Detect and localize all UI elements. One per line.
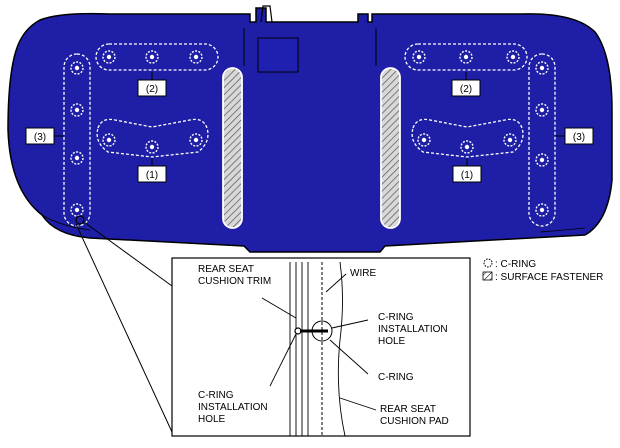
ref-label-3-left-text: (3) [34,132,46,143]
ref-label-1-left-text: (1) [146,170,158,181]
detail-leaders [75,215,173,433]
c-ring-center [74,207,80,213]
c-ring-center [193,137,199,143]
c-ring-center [510,54,516,60]
ref-label-3-right-text: (3) [573,132,585,143]
ref-label-2-right-text: (2) [460,84,472,95]
c-ring-center [539,207,545,213]
ref-label-3-right: (3) [555,127,594,145]
c-ring-center [539,107,545,113]
c-ring-circle [311,320,333,342]
c-ring-center [106,137,112,143]
ref-label-1-right-text: (1) [461,170,473,181]
ref-label-2-right: (2) [451,72,481,97]
c-ring-center [74,155,80,161]
label-trim: REAR SEAT CUSHION TRIM [198,264,271,287]
c-ring-fasteners [70,50,549,217]
label-c-ring: C-RING [378,372,414,383]
label-wire: WIRE [350,268,376,279]
detail-view: REAR SEAT CUSHION TRIM WIRE C-RING INSTA… [171,257,471,437]
surface-fastener-right [380,67,401,229]
label-install-hole-left: C-RING INSTALLATION HOLE [198,390,270,425]
c-ring-center [149,54,155,60]
label-install-hole-right: C-RING INSTALLATION HOLE [378,312,450,347]
c-ring-center [193,54,199,60]
ref-label-2-left-text: (2) [146,84,158,95]
c-ring-center [106,54,112,60]
ref-label-2-left: (2) [137,72,167,97]
legend-c-ring-text: : C-RING [495,259,536,270]
c-ring-center [74,107,80,113]
surface-fastener-legend-icon [482,271,493,281]
c-ring-center [416,54,422,60]
c-ring-legend-icon [483,258,493,268]
c-ring-center [539,65,545,71]
label-pad: REAR SEAT CUSHION PAD [380,404,449,427]
c-ring-center [149,144,155,150]
ref-label-3-left: (3) [25,127,64,145]
rear-seat-cushion [7,5,613,253]
c-ring-center [421,137,427,143]
c-ring-center [464,144,470,150]
pad-edge [337,261,346,437]
ref-label-1-right: (1) [452,158,482,183]
c-ring-center [507,137,513,143]
surface-fastener-left [222,67,243,229]
c-ring-center [463,54,469,60]
c-ring-center [539,157,545,163]
ref-label-1-left: (1) [137,158,167,183]
legend-surface-fastener-text: : SURFACE FASTENER [495,272,603,283]
legend: : C-RING : SURFACE FASTENER [482,258,603,283]
c-ring-center [74,65,80,71]
